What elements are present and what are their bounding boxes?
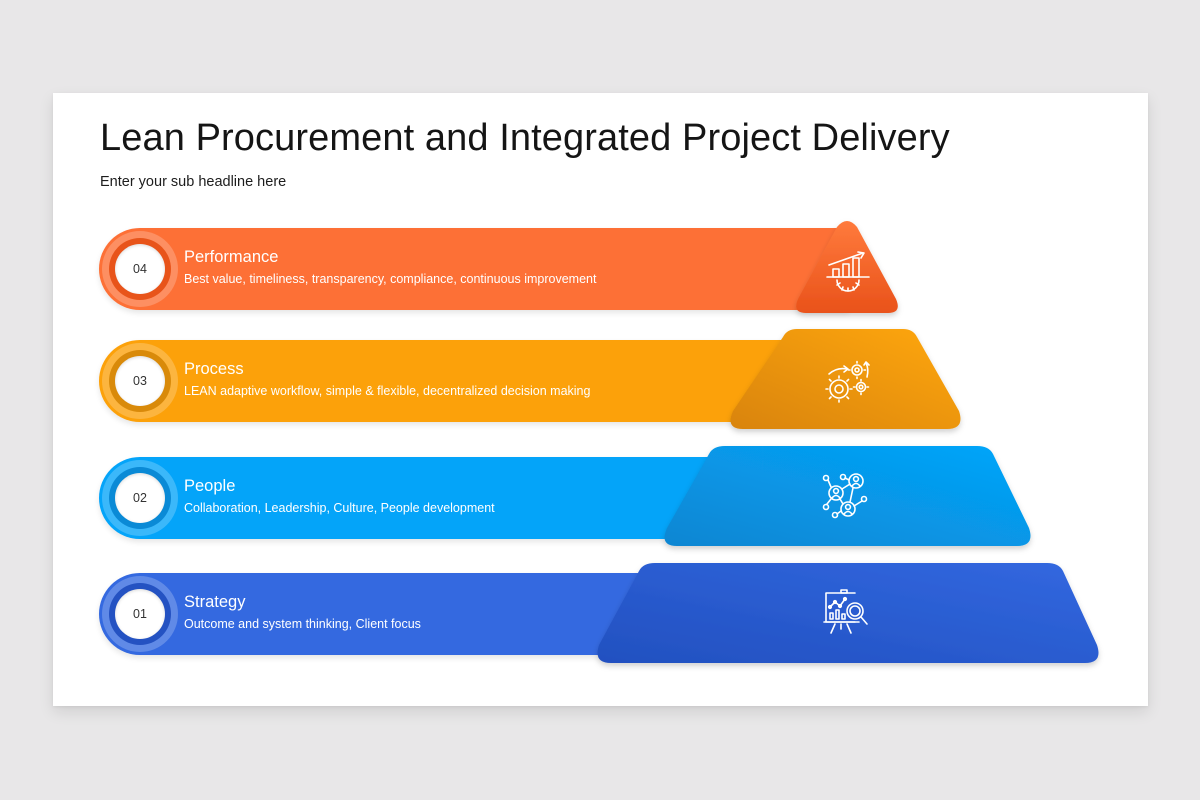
people-network-icon — [822, 473, 868, 519]
level-title: Strategy — [184, 593, 246, 611]
level-title: People — [184, 477, 236, 495]
number-badge: 02 — [102, 460, 178, 536]
level-bar-people: 02 People Collaboration, Leadership, Cul… — [99, 457, 739, 539]
level-description: Best value, timeliness, transparency, co… — [184, 272, 597, 286]
level-description: Collaboration, Leadership, Culture, Peop… — [184, 501, 495, 515]
level-number: 03 — [115, 356, 165, 406]
pyramid-tier-process — [730, 329, 961, 429]
page-subtitle: Enter your sub headline here — [100, 174, 287, 190]
growth-chart-gear-icon — [826, 251, 870, 292]
number-badge: 01 — [102, 576, 178, 652]
pyramid-tier-people — [664, 446, 1031, 546]
level-bar-strategy: 01 Strategy Outcome and system thinking,… — [99, 573, 679, 655]
level-number: 04 — [115, 244, 165, 294]
slide: Lean Procurement and Integrated Project … — [53, 93, 1148, 706]
level-number: 01 — [115, 589, 165, 639]
number-badge: 03 — [102, 343, 178, 419]
level-title: Performance — [184, 248, 279, 266]
level-title: Process — [184, 360, 244, 378]
level-bar-process: 03 Process LEAN adaptive workflow, simpl… — [99, 340, 799, 422]
level-description: LEAN adaptive workflow, simple & flexibl… — [184, 384, 591, 398]
gears-workflow-icon — [825, 360, 870, 403]
number-badge: 04 — [102, 231, 178, 307]
pyramid-tier-performance — [796, 221, 898, 313]
presentation-analysis-icon — [823, 589, 868, 634]
level-bar-performance: 04 Performance Best value, timeliness, t… — [99, 228, 849, 310]
level-number: 02 — [115, 473, 165, 523]
level-description: Outcome and system thinking, Client focu… — [184, 617, 421, 631]
page-title: Lean Procurement and Integrated Project … — [100, 117, 950, 159]
